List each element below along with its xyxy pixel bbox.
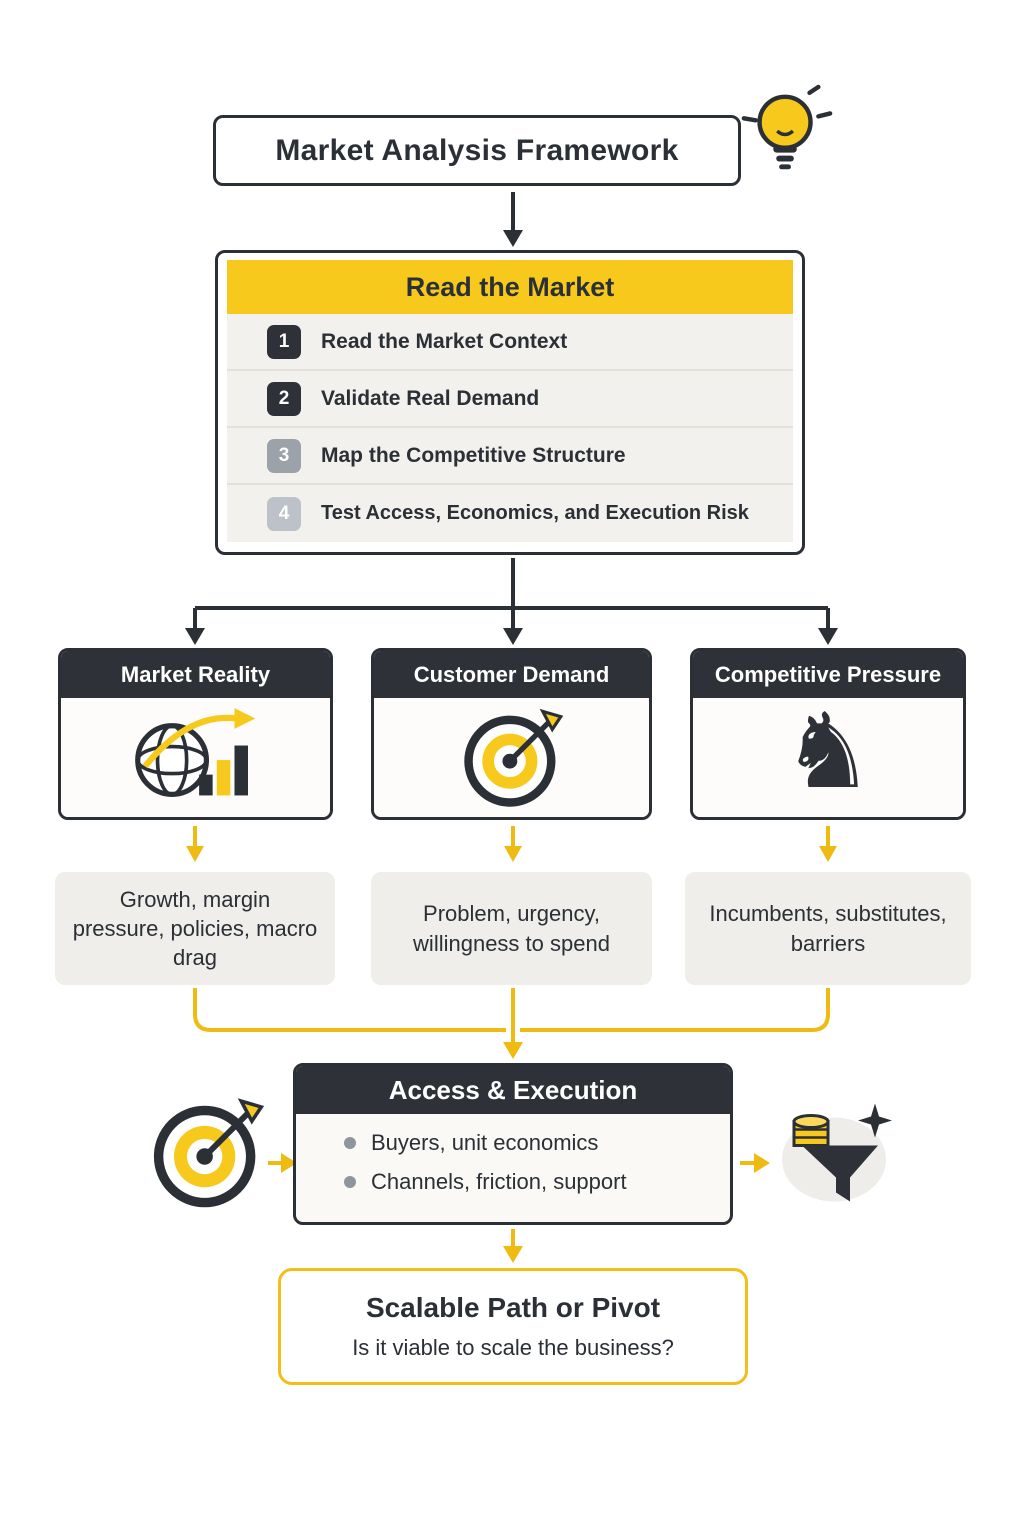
note-text: Incumbents, substitutes, barriers	[709, 901, 947, 956]
read-the-market-panel: Read the Market 1 Read the Market Contex…	[215, 250, 805, 555]
note-text: Problem, urgency, willingness to spend	[413, 901, 610, 956]
step-label: Map the Competitive Structure	[321, 443, 626, 467]
step-row-1: 1 Read the Market Context	[227, 314, 793, 371]
competitive-pressure-note: Incumbents, substitutes, barriers	[685, 872, 971, 985]
market-reality-note: Growth, margin pressure, policies, macro…	[55, 872, 335, 985]
market-reality-body	[61, 698, 330, 817]
outcome-box: Scalable Path or Pivot Is it viable to s…	[278, 1268, 748, 1385]
globe-growth-icon	[134, 707, 255, 797]
outcome-title: Scalable Path or Pivot	[365, 1292, 661, 1323]
access-execution-header: Access & Execution	[296, 1066, 730, 1114]
step-number-badge: 4	[267, 496, 301, 531]
lightbulb-icon	[741, 84, 833, 170]
market-reality-header: Market Reality	[61, 651, 330, 698]
step-number-badge: 2	[267, 381, 301, 416]
target-icon-left	[153, 1098, 265, 1208]
competitive-pressure-header: Competitive Pressure	[693, 651, 963, 698]
bullet-text: Buyers, unit economics	[371, 1130, 599, 1155]
step-label: Read the Market Context	[321, 329, 568, 353]
market-reality-card: Market Reality	[58, 648, 333, 820]
customer-demand-header: Customer Demand	[374, 651, 649, 698]
competitive-pressure-card: Competitive Pressure ♞	[690, 648, 966, 820]
access-execution-panel: Access & Execution Buyers, unit economic…	[293, 1063, 733, 1225]
step-row-3: 3 Map the Competitive Structure	[227, 428, 793, 485]
step-number-badge: 1	[267, 324, 301, 359]
customer-demand-card: Customer Demand	[371, 648, 652, 820]
bullet-dot-icon	[344, 1176, 356, 1188]
page-title: Market Analysis Framework	[275, 133, 679, 167]
access-bullet-list: Buyers, unit economics Channels, frictio…	[296, 1114, 730, 1195]
read-the-market-header: Read the Market	[227, 260, 793, 314]
note-text: Growth, margin pressure, policies, macro…	[72, 886, 318, 971]
bullet-item: Buyers, unit economics	[344, 1130, 730, 1156]
competitive-pressure-body: ♞	[693, 698, 963, 817]
step-label: Validate Real Demand	[321, 386, 540, 410]
customer-demand-note: Problem, urgency, willingness to spend	[371, 872, 652, 985]
step-row-2: 2 Validate Real Demand	[227, 371, 793, 428]
step-label: Test Access, Economics, and Execution Ri…	[321, 502, 749, 524]
step-list: 1 Read the Market Context 2 Validate Rea…	[227, 314, 793, 542]
title-box: Market Analysis Framework	[213, 115, 741, 186]
bullet-item: Channels, friction, support	[344, 1169, 730, 1195]
step-number-badge: 3	[267, 438, 301, 473]
bullet-dot-icon	[344, 1137, 356, 1149]
customer-demand-body	[374, 698, 649, 817]
funnel-coins-icon	[782, 1103, 892, 1202]
chess-knight-icon: ♞	[781, 693, 875, 810]
target-icon	[463, 708, 563, 807]
outcome-subtitle: Is it viable to scale the business?	[352, 1335, 674, 1360]
step-row-4: 4 Test Access, Economics, and Execution …	[227, 485, 793, 542]
bullet-text: Channels, friction, support	[371, 1169, 627, 1194]
